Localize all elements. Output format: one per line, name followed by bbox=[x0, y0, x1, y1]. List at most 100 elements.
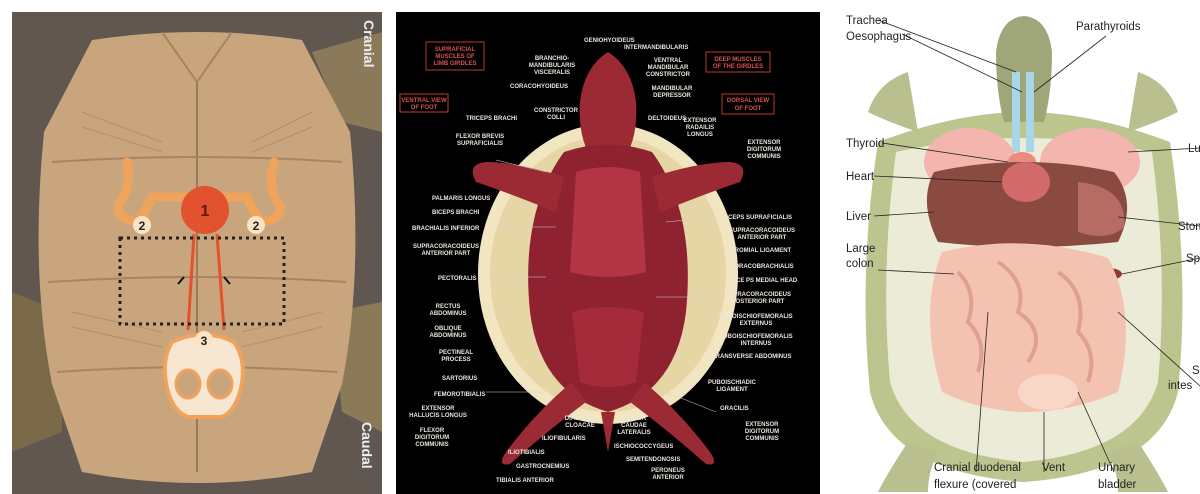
muscle-label: DEPRESSOR bbox=[653, 93, 691, 99]
muscle-label: VENTRAL bbox=[654, 58, 683, 64]
muscle-label: CONSTRICTOR bbox=[534, 108, 579, 114]
liver-label: Liver bbox=[846, 211, 871, 223]
box-text: OF FOOT bbox=[735, 106, 762, 112]
box-text: SUPRAFICIAL bbox=[435, 47, 476, 53]
small-intestine-label: S bbox=[1192, 365, 1200, 377]
muscle-label: PALMARIS LONGUS bbox=[432, 196, 490, 202]
muscle-label: CORACOHYOIDEUS bbox=[510, 84, 568, 90]
muscle-label: ANTERIOR bbox=[652, 475, 684, 481]
muscle-label: EXTENSOR bbox=[747, 140, 781, 146]
muscle-label: BICEPS SUPRAFICIALIS bbox=[722, 215, 792, 221]
box-text: VENTRAL VIEW bbox=[401, 98, 447, 104]
organ-diagram: Trachea Oesophagus Parathyroids Thyroid … bbox=[838, 12, 1200, 494]
box-text: MUSCLES OF bbox=[435, 54, 475, 60]
muscle-label: PECTINEAL bbox=[439, 350, 473, 356]
muscle-label: SUPRAFICIALIS bbox=[457, 141, 503, 147]
muscle-label: CORACOBRACHIALIS bbox=[730, 264, 794, 270]
box-text: OF THE GIRDLES bbox=[713, 64, 763, 70]
box-text: LIMB GIRDLES bbox=[434, 61, 477, 67]
muscle-label: SUPRACORACOIDEUS bbox=[729, 228, 795, 234]
muscle-label: OBLIQUE bbox=[434, 326, 461, 332]
muscle-label: COMMUNIS bbox=[745, 436, 778, 442]
muscle-label: VISCERALIS bbox=[534, 70, 570, 76]
muscle-label: CAUDAE bbox=[621, 423, 647, 429]
muscle-label: EXTENSOR bbox=[421, 406, 455, 412]
muscle-label: ANTERIOR PART bbox=[738, 235, 787, 241]
muscle-label: FLEXOR bbox=[622, 416, 647, 422]
muscle-label: ILIOFIBULARIS bbox=[542, 436, 586, 442]
heart-label: Heart bbox=[846, 171, 875, 183]
parathyroids-label: Parathyroids bbox=[1076, 21, 1141, 33]
plastron-photo-panel: 1 2 2 3 Cranial Caudal bbox=[12, 12, 382, 494]
marker-3-label: 3 bbox=[201, 334, 208, 348]
muscle-label: CLOACAE bbox=[565, 423, 595, 429]
trachea-label: Trachea bbox=[846, 15, 888, 27]
muscle-label: DIALATOR bbox=[565, 416, 596, 422]
muscle-label: MANDIBULAR bbox=[648, 65, 689, 71]
muscle-label: EXTENSOR bbox=[683, 118, 717, 124]
thyroid-label: Thyroid bbox=[846, 138, 884, 150]
muscle-label: FLEXOR BREVIS bbox=[456, 134, 504, 140]
muscle-label: MANDIBULARIS bbox=[529, 63, 575, 69]
muscle-label: ANTERIOR PART bbox=[422, 251, 471, 257]
muscle-label: LIGAMENT bbox=[716, 387, 748, 393]
marker-2-right-label: 2 bbox=[253, 219, 260, 233]
urinary-bladder bbox=[1018, 374, 1078, 410]
vent-label: Vent bbox=[1042, 462, 1066, 474]
urinary-bladder-label: bladder bbox=[1098, 479, 1137, 491]
muscle-label: DIGITORUM bbox=[747, 147, 781, 153]
muscle-label: ILIOTIBIALIS bbox=[508, 450, 545, 456]
muscle-label: GRACILIS bbox=[720, 406, 749, 412]
muscle-label: MANDIBULAR bbox=[652, 86, 693, 92]
muscle-label: FLEXOR bbox=[420, 428, 445, 434]
marker-2-left-label: 2 bbox=[139, 219, 146, 233]
muscle-label: DELTOIDEUS bbox=[648, 116, 686, 122]
muscle-label: RECTUS bbox=[436, 304, 461, 310]
muscle-label: INTERNUS bbox=[741, 341, 772, 347]
muscle-label: ISCHIOCOCCYGEUS bbox=[614, 444, 673, 450]
muscle-label: FEMOROTIBIALIS bbox=[434, 392, 485, 398]
caudal-label: Caudal bbox=[359, 422, 375, 469]
muscle-label: PUBOISCHIOFEMORALIS bbox=[719, 334, 792, 340]
muscle-label: SARTORIUS bbox=[442, 376, 477, 382]
muscle-label: EXTENSOR bbox=[745, 422, 779, 428]
muscle-label: INTERMANDIBULARIS bbox=[624, 45, 688, 51]
muscle-label: BRANCHIO- bbox=[535, 56, 569, 62]
muscle-label: PUBOISCHIADIC bbox=[708, 380, 757, 386]
oesophagus-label: Oesophagus bbox=[846, 31, 911, 43]
muscle-label: DIGITORUM bbox=[745, 429, 779, 435]
muscle-label: TRICEPS BRACHI bbox=[466, 116, 517, 122]
muscle-label: COMMUNIS bbox=[415, 442, 448, 448]
heart bbox=[1002, 162, 1050, 202]
muscle-label: ACROMIAL LIGAMENT bbox=[726, 248, 792, 254]
muscle-label: PROCESS bbox=[441, 357, 470, 363]
muscle-label: RADAILIS bbox=[686, 125, 714, 131]
marker-1-label: 1 bbox=[201, 203, 210, 220]
muscle-label: SUPRACORACOIDEUS bbox=[413, 244, 479, 250]
cranial-label: Cranial bbox=[361, 20, 377, 67]
box-text: DORSAL VIEW bbox=[727, 98, 770, 104]
box-text: OF FOOT bbox=[411, 105, 438, 111]
small-intestine-label: intes bbox=[1168, 380, 1193, 392]
cranial-duodenal-label: flexure (covered bbox=[934, 479, 1016, 491]
muscle-label: PERONEUS bbox=[651, 468, 685, 474]
muscle-label: LONGUS bbox=[687, 132, 713, 138]
muscle-label: TIBIALIS ANTERIOR bbox=[496, 478, 554, 484]
muscle-label: BICEPS BRACHI bbox=[432, 210, 480, 216]
cranial-duodenal-label: Cranial duodenal bbox=[934, 462, 1021, 474]
muscle-label: DIGITORUM bbox=[415, 435, 449, 441]
large-colon-label: Large bbox=[846, 243, 875, 255]
muscle-label: COLLI bbox=[547, 115, 565, 121]
muscle-label: COMMUNIS bbox=[747, 154, 780, 160]
muscle-label: PUBOISCHIOFEMORALIS bbox=[719, 314, 792, 320]
plastron-photo: 1 2 2 3 Cranial Caudal bbox=[12, 12, 382, 494]
lung-label: Lu bbox=[1188, 143, 1200, 155]
muscle-label: SEMITENDONOSIS bbox=[626, 457, 680, 463]
muscle-label: GENIOHYOIDEUS bbox=[584, 38, 635, 44]
muscle-label: BICE PS MEDIAL HEAD bbox=[730, 278, 798, 284]
box-text: DEEP MUSCLES bbox=[714, 57, 761, 63]
muscle-label: EXTERNUS bbox=[740, 321, 773, 327]
muscle-label: HALLUCIS LONGUS bbox=[409, 413, 467, 419]
stomach-label: Stom bbox=[1178, 221, 1200, 233]
muscle-diagram: SUPRAFICIAL MUSCLES OF LIMB GIRDLES DEEP… bbox=[396, 12, 820, 494]
